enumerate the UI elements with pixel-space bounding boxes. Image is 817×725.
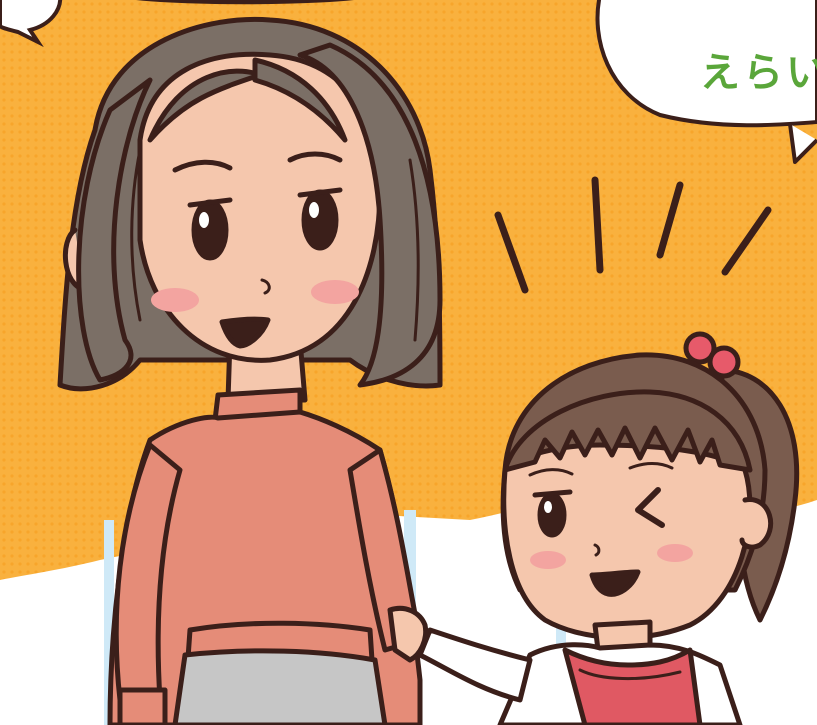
mother-skirt bbox=[172, 648, 388, 725]
mother-right-eye bbox=[301, 189, 339, 251]
girl-face bbox=[501, 442, 753, 641]
mother-figure bbox=[57, 16, 443, 725]
girl-left-eye bbox=[537, 492, 567, 538]
speech-bubble-right bbox=[595, 0, 817, 128]
mother-left-eye bbox=[191, 199, 229, 261]
speech-bubble-tail bbox=[788, 123, 817, 164]
girl-winking-eye bbox=[635, 487, 665, 528]
girl-figure bbox=[417, 331, 800, 725]
speech-bubble-left bbox=[0, 0, 63, 48]
mother-mouth bbox=[219, 316, 271, 349]
speech-bubble-top bbox=[136, 0, 354, 5]
excitement-lines bbox=[494, 176, 772, 294]
girl-hair-tie bbox=[683, 331, 717, 365]
speech-bubble-text: えらい bbox=[700, 50, 817, 96]
girl-mouth bbox=[589, 569, 641, 597]
girl-apron bbox=[562, 647, 703, 725]
